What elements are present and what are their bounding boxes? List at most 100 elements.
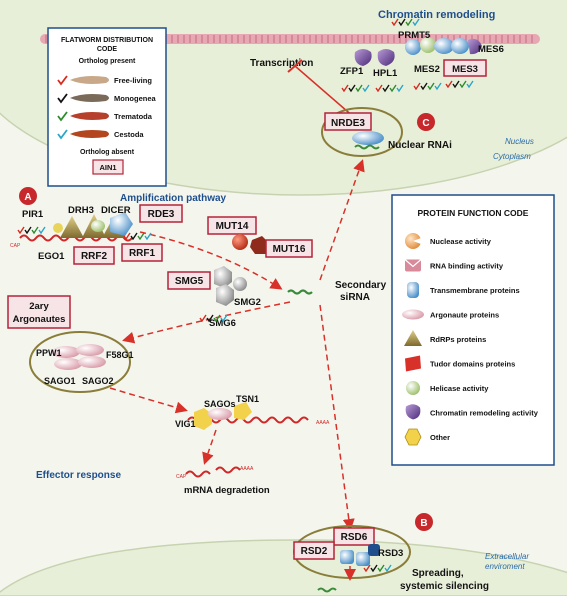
mut14-label: MUT14 [216,221,249,232]
flatworm-row-label: Cestoda [114,130,144,139]
mes3-box [443,59,487,77]
check-icon [206,314,214,323]
mes6-protein [468,38,482,55]
mes3-label: MES3 [452,64,478,75]
check-icon [199,314,207,323]
flatworm-row-label: Free-living [114,76,152,85]
ortholog-absent-label: Ortholog absent [80,149,135,156]
tsn1-label: TSN1 [236,394,259,404]
sago1-label: SAGO1 [44,376,76,386]
rrf2-box [73,246,115,265]
spreading-sirna [317,587,337,593]
f58g1-label: F58G1 [106,350,134,360]
protein-legend-row: Other [404,428,450,446]
smg5-box [167,271,211,290]
sagos-argonaute [208,408,232,420]
drh3-helicase [91,220,105,232]
check-icon [452,80,460,89]
protein-function-legend: PROTEIN FUNCTION CODE Nuclease activityR… [391,194,555,466]
check-icon [459,80,467,89]
smg6-label: SMG6 [209,318,236,329]
check-icon [220,314,228,323]
sagos-label: SAGOs [204,399,236,409]
secondary-sirna [287,289,313,295]
mes2-label: MES2 [414,64,440,75]
mes2-protein-2 [434,38,454,54]
tsn1-protein [234,402,252,420]
check-icon [466,80,474,89]
check-icon [137,232,145,241]
check-icon [370,564,378,573]
section-a-marker [19,187,37,205]
ortholog-check-group [363,564,392,573]
mut14-protein [232,234,248,250]
protein-legend-label: Chromatin remodeling activity [430,409,539,418]
sago2-argonaute [78,356,106,368]
ppw1-label: PPW1 [36,348,62,358]
degraded-rna-fragment-2 [215,466,241,474]
flatworm-row-cestoda: Cestoda [57,129,144,140]
argonautes-label: 2ary [29,301,49,312]
check-icon [412,18,420,27]
protein-legend-label: Nuclease activity [430,237,492,246]
ortholog-check-group [391,18,420,27]
smg5-protein [214,266,232,288]
check-icon [57,129,68,140]
smg2-protein [233,277,247,291]
protein-legend-label: Other [430,433,450,442]
nrde3-argonaute [352,131,384,145]
target-polya: AAAA [316,420,330,426]
smg2-label: SMG2 [234,297,261,308]
rsd6-label: RSD6 [341,532,368,543]
f58g1-argonaute [76,344,104,356]
nuclear-sirna [354,144,380,150]
dicer-label: DICER [101,205,131,216]
flatworm-row-monogenea: Monogenea [57,93,156,104]
ortholog-absent-example: AIN1 [99,163,116,172]
mes2-protein [420,37,436,53]
chromatin-remodeling-title: Chromatin remodeling [378,9,495,21]
argonaute-icon [402,309,424,320]
argonautes-box [7,295,71,329]
rsd2-label: RSD2 [301,546,328,557]
section-c-marker [417,113,435,131]
pir1-protein [53,223,63,233]
check-icon [427,82,435,91]
mut16-box [265,239,313,258]
protein-legend-label: Tudor domains proteins [430,360,515,369]
ortholog-check-group [341,84,370,93]
protein-legend-label: RdRPs proteins [430,335,486,344]
nrde3-label: NRDE3 [331,118,365,129]
ego1-label: EGO1 [38,251,65,262]
flatworm-row-label: Monogenea [114,94,156,103]
mut14-box [207,216,257,235]
spreading-label: Spreading, [412,568,464,579]
sago2-label: SAGO2 [82,376,114,386]
protein-legend-row: Tudor domains proteins [405,355,515,372]
flatworm-icon [70,94,109,102]
check-icon [144,232,152,241]
section-c-letter: C [422,118,429,129]
nuclear-rnai-complex-outline [321,107,403,157]
rsd2-transmembrane [340,550,354,564]
check-icon [130,232,138,241]
ppw1-argonaute [52,346,80,358]
zfp1-protein [354,49,372,66]
protein-legend-row: Nuclease activity [405,233,492,249]
ortholog-check-group [413,82,442,91]
hpl1-protein [377,49,395,66]
check-icon [389,84,397,93]
drh3-label: DRH3 [68,205,94,216]
ortholog-check-group [123,232,152,241]
protein-legend-row: Transmembrane proteins [407,282,520,298]
smg6-protein [216,284,234,306]
protein-legend-row: Helicase activity [406,381,489,395]
vig1-protein [194,408,212,430]
chromatin-icon [405,404,421,420]
mut16-protein [250,236,270,254]
check-icon [213,314,221,323]
flatworm-icon [70,130,109,138]
prmt5-label: PRMT5 [398,30,431,41]
extracellular-label-2: enviroment [485,562,525,571]
ortholog-check-group [199,314,228,323]
